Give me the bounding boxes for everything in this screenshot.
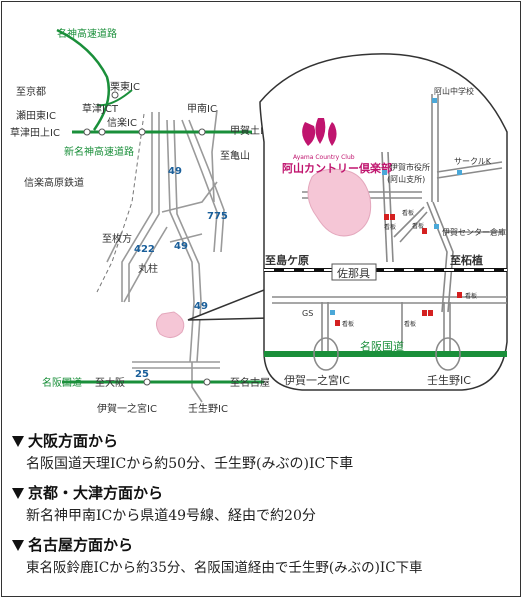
to-osaka-label: 至大阪 bbox=[95, 376, 125, 389]
route-numbers: 49 775 49 422 49 25 bbox=[134, 166, 228, 380]
iga-ichinomiya-ic-label: 伊賀一之宮IC bbox=[97, 402, 157, 415]
club-name-label: 阿山カントリー倶楽部 bbox=[282, 161, 392, 175]
signboard-5-label: 看板 bbox=[342, 320, 354, 328]
route-422-label: 422 bbox=[134, 244, 155, 255]
direction-text: 新名神甲南ICから県道49号線、経由で約20分 bbox=[26, 508, 316, 524]
gs-label: GS bbox=[302, 309, 313, 318]
marubashira-label: 丸柱 bbox=[138, 262, 158, 275]
route-775-label: 775 bbox=[207, 211, 228, 222]
shin-meishin-expressway-label: 新名神高速道路 bbox=[64, 145, 134, 158]
sanaken-station-box bbox=[331, 263, 377, 281]
triangle-icon bbox=[12, 539, 24, 551]
club-marker-small bbox=[156, 311, 185, 338]
shigaraki-ic-label: 信楽IC bbox=[107, 116, 137, 129]
meishin-expressway-label: 名神高速道路 bbox=[57, 27, 117, 40]
signboard-2-label: 看板 bbox=[384, 223, 396, 231]
direction-text: 東名阪鈴鹿ICから約35分、名阪国道経由で壬生野(みぶの)IC下車 bbox=[26, 560, 423, 576]
circle-k-label: サークルK bbox=[454, 157, 492, 166]
poi-markers bbox=[330, 98, 462, 315]
interchange-markers bbox=[83, 91, 211, 386]
direction-heading: 京都・大津方面から bbox=[28, 484, 164, 502]
route-49-label-c: 49 bbox=[194, 301, 208, 312]
inset-map: Ayama Country Club 阿山カントリー倶楽部 阿山中学校 伊賀市役… bbox=[187, 53, 508, 391]
inset-iga-ichinomiya-ic-label: 伊賀一之宮IC bbox=[284, 373, 350, 387]
route-49-label-b: 49 bbox=[174, 241, 188, 252]
main-roads bbox=[106, 109, 225, 403]
iga-center-label: 伊賀センター倉庫 bbox=[442, 227, 506, 237]
to-hirakata-label: 至枚方 bbox=[102, 232, 132, 245]
seta-higashi-ic-label: 瀬田東IC bbox=[16, 109, 56, 122]
shigaraki-kogen-railway-label: 信楽高原鉄道 bbox=[24, 176, 84, 189]
directions-from-kyoto-otsu: 京都・大津方面から 新名神甲南ICから県道49号線、経由で約20分 bbox=[12, 482, 524, 528]
to-nagoya-label: 至名古屋 bbox=[230, 376, 270, 389]
signboard-6-label: 看板 bbox=[404, 320, 416, 328]
ayama-branch-label: (阿山支所) bbox=[387, 174, 425, 184]
directions-from-nagoya: 名古屋方面から 東名阪鈴鹿ICから約35分、名阪国道経由で壬生野(みぶの)IC下… bbox=[12, 534, 524, 580]
club-logo: Ayama Country Club 阿山カントリー倶楽部 bbox=[282, 118, 392, 175]
club-area bbox=[307, 168, 372, 237]
club-logo-sub: Ayama Country Club bbox=[293, 154, 355, 161]
kusatsu-jct-label: 草津JCT bbox=[82, 103, 119, 115]
signboard-4-label: 看板 bbox=[465, 292, 477, 300]
direction-text: 名阪国道天理ICから約50分、壬生野(みぶの)IC下車 bbox=[26, 456, 354, 472]
sanaken-station-label: 佐那具 bbox=[337, 266, 370, 280]
konan-ic-label: 甲南IC bbox=[187, 102, 217, 115]
to-tsuge-label: 至柘植 bbox=[450, 253, 483, 267]
route-49-label-a: 49 bbox=[168, 166, 182, 177]
inset-meihan-kokudo-label: 名阪国道 bbox=[360, 339, 404, 353]
meihan-kokudo-label: 名阪国道 bbox=[42, 376, 82, 389]
ritto-ic-label: 栗東IC bbox=[110, 80, 140, 93]
signboard-1-label: 看板 bbox=[402, 209, 414, 217]
directions-section: 大阪方面から 名阪国道天理ICから約50分、壬生野(みぶの)IC下車 京都・大津… bbox=[2, 430, 524, 580]
triangle-icon bbox=[12, 487, 24, 499]
access-map: 49 775 49 422 49 25 名神高速道路 至京都 瀬田東IC 草津田… bbox=[10, 27, 508, 415]
iga-city-office-label: 伊賀市役所 bbox=[390, 162, 430, 172]
directions-from-osaka: 大阪方面から 名阪国道天理ICから約50分、壬生野(みぶの)IC下車 bbox=[12, 430, 524, 476]
to-shimagahara-label: 至島ケ原 bbox=[265, 253, 309, 267]
triangle-icon bbox=[12, 435, 24, 447]
shigaraki-railway bbox=[96, 113, 145, 293]
signboard-3-label: 看板 bbox=[412, 222, 424, 230]
kusatsu-tanakami-ic-label: 草津田上IC bbox=[10, 127, 60, 139]
direction-heading: 大阪方面から bbox=[28, 432, 119, 450]
to-kyoto-label: 至京都 bbox=[16, 85, 46, 98]
route-25-label: 25 bbox=[135, 369, 149, 380]
signboard-markers bbox=[335, 214, 462, 326]
direction-heading: 名古屋方面から bbox=[28, 536, 134, 554]
to-kameyama-label: 至亀山 bbox=[220, 149, 250, 162]
ayama-jhs-label: 阿山中学校 bbox=[434, 86, 474, 96]
mibuno-ic-label: 壬生野IC bbox=[188, 402, 228, 415]
inset-mibuno-ic-label: 壬生野IC bbox=[427, 373, 471, 387]
